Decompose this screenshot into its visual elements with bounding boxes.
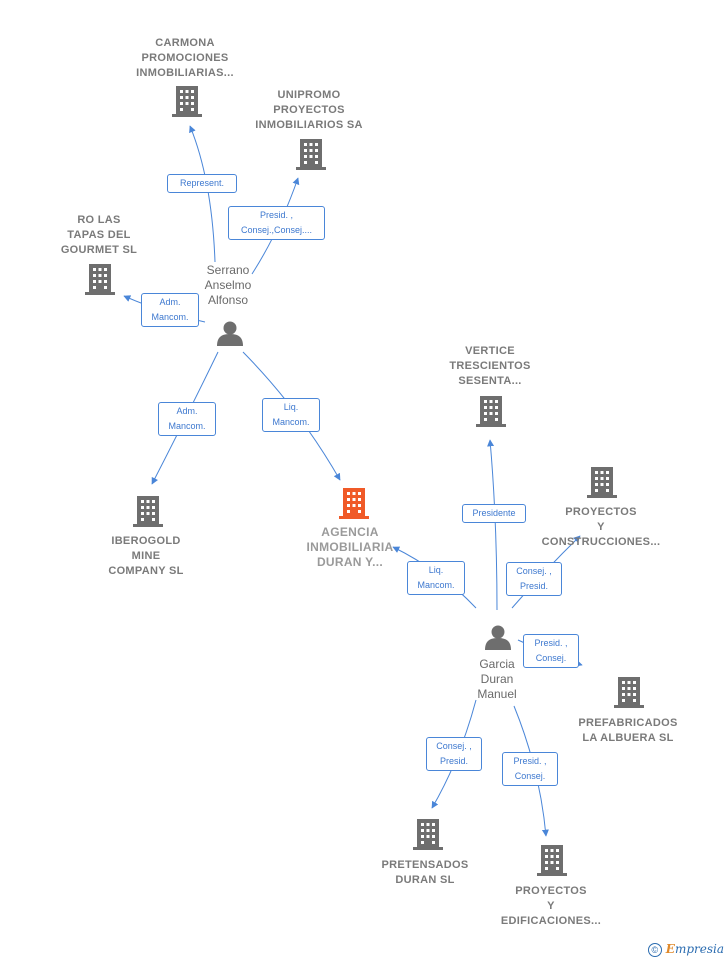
edge-label-consej-pretensados[interactable]: Consej. , Presid. <box>426 737 482 771</box>
edge-label-presid-unipromo[interactable]: Presid. , Consej.,Consej.... <box>228 206 325 240</box>
label-line: INMOBILIARIA <box>306 540 394 554</box>
company-label-unipromo[interactable]: UNIPROMO PROYECTOS INMOBILIARIOS SA <box>255 88 362 133</box>
proycons-building-icon[interactable] <box>587 467 617 498</box>
label-line: EDIFICACIONES... <box>500 915 602 927</box>
label-line: SESENTA... <box>458 375 522 387</box>
edge-text: Adm. <box>159 297 181 307</box>
edge-text: Represent. <box>179 178 225 188</box>
garcia-person-icon[interactable] <box>485 625 511 651</box>
label-line: Serrano <box>206 263 250 277</box>
label-line: PROMOCIONES <box>141 52 229 64</box>
edge-label-presidente[interactable]: Presidente <box>462 504 526 523</box>
edge-text: Presidente <box>472 508 516 518</box>
edge-text: Adm. <box>176 406 198 416</box>
person-label-serrano[interactable]: Serrano Anselmo Alfonso <box>205 263 252 308</box>
edge-text: Liq. <box>283 402 299 412</box>
label-line: INMOBILIARIAS... <box>136 67 234 79</box>
edge-label-consej-proycons[interactable]: Consej. , Presid. <box>506 562 562 596</box>
edge-text: Consej. , <box>516 566 552 576</box>
vertice-building-icon[interactable] <box>476 396 506 427</box>
label-line: COMPANY SL <box>108 565 184 577</box>
edge-text: Mancom. <box>272 417 310 427</box>
company-label-agencia[interactable]: AGENCIA INMOBILIARIA DURAN Y... <box>307 525 394 570</box>
company-label-iberogold[interactable]: IBEROGOLD MINE COMPANY SL <box>108 534 183 579</box>
edge-text: Mancom. <box>151 312 189 322</box>
label-line: RO LAS <box>77 214 121 226</box>
copyright-icon: © <box>647 943 662 957</box>
company-label-pretensados[interactable]: PRETENSADOS DURAN SL <box>381 858 468 888</box>
company-label-proyedif[interactable]: PROYECTOS Y EDIFICACIONES... <box>501 884 601 929</box>
label-line: Garcia <box>479 657 515 671</box>
label-line: INMOBILIARIOS SA <box>255 119 363 131</box>
edge-label-presid-prefabricados[interactable]: Presid. , Consej. <box>523 634 579 668</box>
person-label-garcia[interactable]: Garcia Duran Manuel <box>477 657 516 702</box>
company-label-rolastapas[interactable]: RO LAS TAPAS DEL GOURMET SL <box>61 213 137 258</box>
edge-label-adm-iberogold[interactable]: Adm. Mancom. <box>158 402 216 436</box>
label-line: VERTICE <box>465 345 515 357</box>
edge-label-liq-garcia[interactable]: Liq. Mancom. <box>407 561 465 595</box>
edge-text: Presid. , <box>513 756 547 766</box>
carmona-building-icon[interactable] <box>172 86 202 117</box>
label-line: PROYECTOS <box>273 104 345 116</box>
label-line: MINE <box>131 550 161 562</box>
label-line: GOURMET SL <box>60 244 138 256</box>
label-line: AGENCIA <box>321 525 379 539</box>
label-line: Alfonso <box>207 293 249 307</box>
label-line: TRESCIENTOS <box>449 360 531 372</box>
edge-label-liq-serrano[interactable]: Liq. Mancom. <box>262 398 320 432</box>
edge-text: Consej. <box>514 771 546 781</box>
company-label-proycons[interactable]: PROYECTOS Y CONSTRUCCIONES... <box>542 505 661 550</box>
label-line: Manuel <box>477 687 517 701</box>
edge-serrano-carmona <box>189 125 216 263</box>
company-label-carmona[interactable]: CARMONA PROMOCIONES INMOBILIARIAS... <box>136 36 234 81</box>
prefabricados-building-icon[interactable] <box>614 677 644 708</box>
pretensados-building-icon[interactable] <box>413 819 443 850</box>
label-line: UNIPROMO <box>277 89 341 101</box>
edge-label-adm-rolastapas[interactable]: Adm. Mancom. <box>141 293 199 327</box>
label-line: Anselmo <box>204 278 252 292</box>
edge-text: Consej. , <box>436 741 472 751</box>
label-line: TAPAS DEL <box>67 229 131 241</box>
label-line: DURAN SL <box>395 874 455 886</box>
brand-initial: E <box>665 942 675 957</box>
edge-text: Mancom. <box>417 580 455 590</box>
edge-label-represent[interactable]: Represent. <box>167 174 237 193</box>
company-label-vertice[interactable]: VERTICE TRESCIENTOS SESENTA... <box>449 344 530 389</box>
label-line: LA ALBUERA SL <box>582 732 674 744</box>
label-line: Y <box>597 521 605 533</box>
edge-text: Presid. , <box>259 210 293 220</box>
company-label-prefabricados[interactable]: PREFABRICADOS LA ALBUERA SL <box>578 716 677 746</box>
edge-text: Consej.,Consej.... <box>240 225 313 235</box>
label-line: CONSTRUCCIONES... <box>541 536 661 548</box>
label-line: PROYECTOS <box>515 885 587 897</box>
label-line: PRETENSADOS <box>381 859 469 871</box>
footer-brand[interactable]: ©Empresia <box>647 942 724 957</box>
label-line: CARMONA <box>155 37 215 49</box>
label-line: PROYECTOS <box>565 506 637 518</box>
edge-text: Mancom. <box>168 421 206 431</box>
edge-text: Consej. <box>535 653 567 663</box>
edge-text: Presid. , <box>534 638 568 648</box>
edge-garcia-vertice <box>487 439 498 611</box>
edge-lines <box>123 125 583 837</box>
serrano-person-icon[interactable] <box>217 321 243 347</box>
edge-text: Presid. <box>439 756 468 766</box>
unipromo-building-icon[interactable] <box>296 139 326 170</box>
proyedif-building-icon[interactable] <box>537 845 567 876</box>
edge-text: Liq. <box>428 565 444 575</box>
edge-label-presid-proyedif[interactable]: Presid. , Consej. <box>502 752 558 786</box>
iberogold-building-icon[interactable] <box>133 496 163 527</box>
agencia-building-icon[interactable] <box>339 488 369 519</box>
label-line: PREFABRICADOS <box>578 717 678 729</box>
label-line: IBEROGOLD <box>111 535 181 547</box>
label-line: DURAN Y... <box>316 555 384 569</box>
brand-name: mpresia <box>674 942 724 957</box>
label-line: Y <box>547 900 555 912</box>
rolastapas-building-icon[interactable] <box>85 264 115 295</box>
label-line: Duran <box>480 672 514 686</box>
edge-text: Presid. <box>519 581 548 591</box>
